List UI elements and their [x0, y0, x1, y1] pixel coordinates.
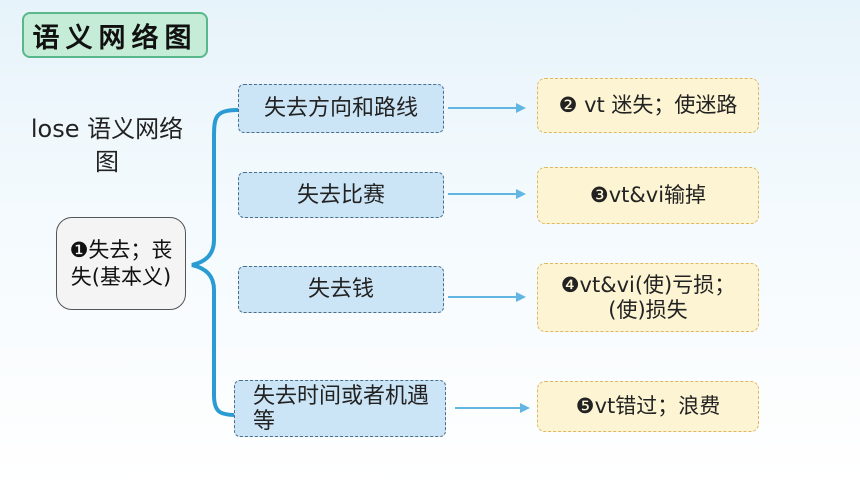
meaning-miss-waste: ❺vt错过；浪费	[537, 381, 759, 432]
meaning-lose-match: ❸vt&vi输掉	[537, 167, 759, 224]
diagram-title: lose 语义网络图	[30, 115, 184, 176]
section-header: 语义网络图	[22, 12, 208, 58]
meaning-lost-way: ❷ vt 迷失；使迷路	[537, 78, 759, 133]
branch-direction: 失去方向和路线	[238, 84, 444, 133]
branch-money: 失去钱	[238, 266, 444, 313]
branch-time: 失去时间或者机遇等	[234, 380, 446, 437]
meaning-lose-money: ❹vt&vi(使)亏损；(使)损失	[537, 263, 759, 332]
branch-match: 失去比赛	[238, 172, 444, 218]
root-node: ❶失去；丧失(基本义)	[56, 217, 186, 310]
brace-connector	[191, 108, 240, 417]
